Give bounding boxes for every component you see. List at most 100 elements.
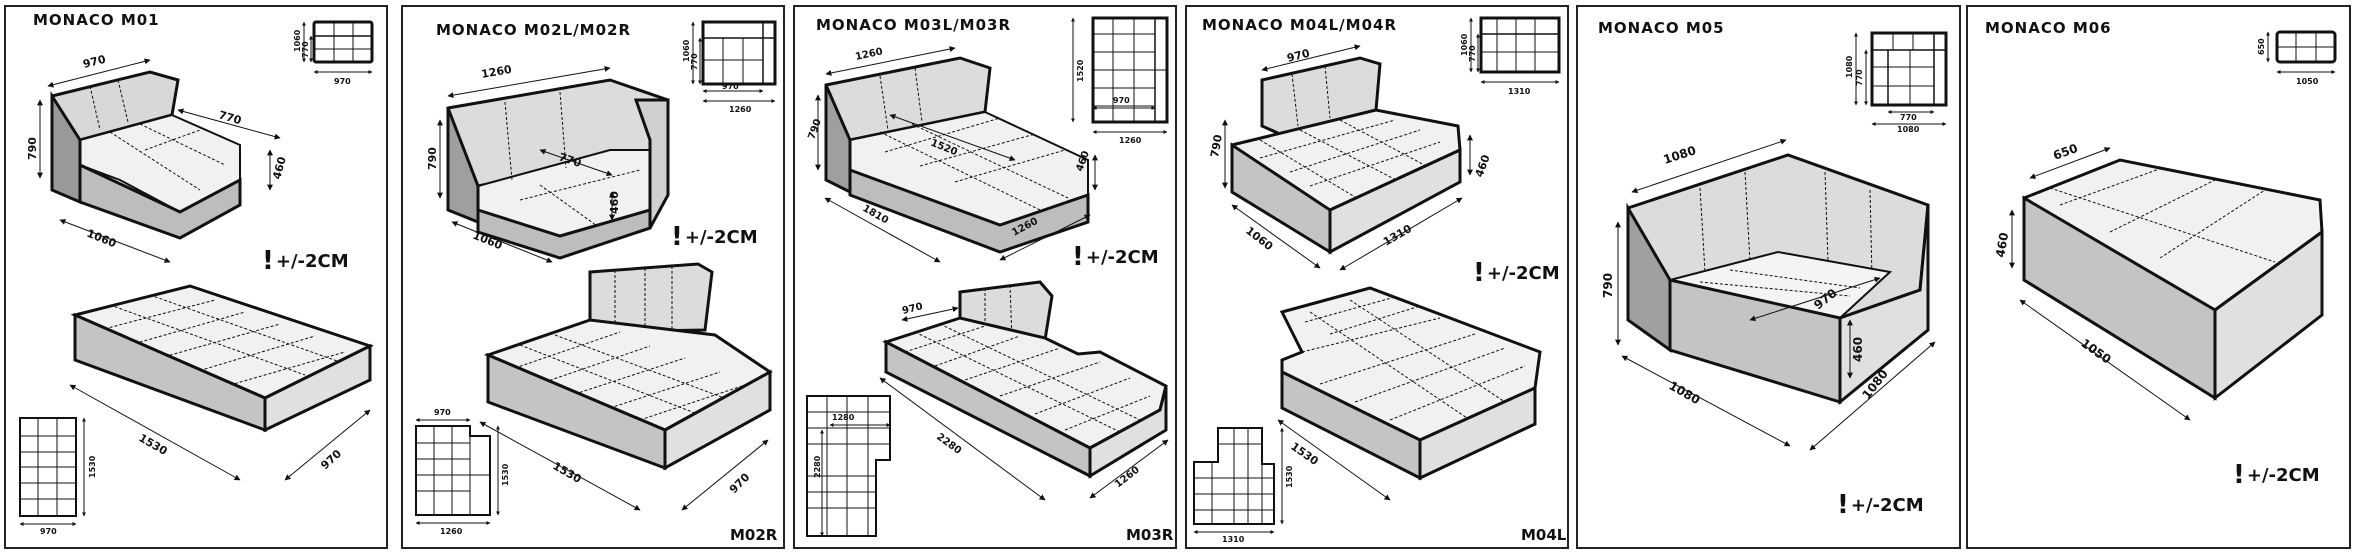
m02-view: 790 1260 770 460 1060 [426, 63, 670, 263]
dimension-label: 1530 [137, 431, 170, 458]
dimension-label: 970 [334, 77, 351, 86]
dimension-label: 770 [1468, 45, 1477, 62]
dimension-label: 1060 [85, 227, 119, 251]
dimension-label: 1310 [1222, 535, 1245, 544]
dimension-label: 460 [608, 191, 621, 214]
m05-view: 790 1080 970 460 1080 1080 [1601, 138, 1936, 451]
dimension-label: 1530 [1285, 465, 1294, 488]
dimension-label: 460 [1473, 153, 1493, 179]
dimension-label: 790 [26, 137, 39, 160]
dimension-label: 790 [806, 118, 823, 141]
tolerance-text: +/-2CM [1850, 495, 1924, 516]
variant-code: M02R [730, 526, 778, 544]
dimension-label: 1310 [1381, 222, 1414, 249]
panel-title: MONACO M02L/M02R [436, 21, 632, 39]
dimension-label: 970 [434, 408, 451, 417]
tolerance-text: +/-2CM [1085, 247, 1159, 268]
dimension-label: 1080 [1662, 143, 1698, 167]
dimension-label: 1530 [1288, 440, 1321, 468]
dimension-label: 460 [1993, 231, 2011, 258]
warning-icon: ! [671, 222, 683, 252]
dimension-label: 1260 [440, 527, 463, 536]
m02-combo-plan: 970 1530 1260 [415, 408, 510, 536]
m03-combo: 970 2280 1260 [879, 280, 1169, 501]
tolerance-note: !+/-2CM [1473, 258, 1560, 288]
m01-plan: 1060 770 970 [293, 20, 374, 86]
dimension-label: 1050 [2296, 77, 2319, 86]
dimension-label: 1280 [832, 413, 855, 422]
dimension-label: 1060 [682, 39, 691, 62]
dimension-label: 770 [217, 108, 243, 127]
dimension-label: 970 [901, 301, 924, 317]
dimension-label: 2280 [813, 455, 822, 478]
dimension-label: 460 [1074, 150, 1091, 173]
dimension-label: 650 [2257, 38, 2266, 55]
tolerance-note: !+/-2CM [2233, 460, 2320, 490]
panel-title: MONACO M03L/M03R [816, 16, 1012, 34]
m01-combo-plan: 1530 970 [19, 417, 97, 536]
tolerance-text: +/-2CM [1486, 263, 1560, 284]
dimension-label: 1310 [1508, 87, 1531, 96]
dimension-label: 1060 [293, 29, 302, 52]
dimension-label: 970 [1286, 47, 1312, 65]
m05-plan: 1080 770 770 1080 [1845, 31, 1948, 134]
tolerance-note: !+/-2CM [262, 246, 349, 276]
panel-title: MONACO M04L/M04R [1202, 16, 1398, 34]
panel-title: MONACO M06 [1985, 19, 2112, 37]
m03-view: 790 1260 1520 1810 1260 460 [806, 46, 1098, 263]
dimension-label: 790 [1601, 273, 1615, 298]
dimension-label: 1530 [88, 455, 97, 478]
m04-view: 790 970 1060 1310 460 [1208, 44, 1493, 271]
variant-code: M04L [1521, 526, 1567, 544]
dimension-label: 1260 [729, 105, 752, 114]
dimension-label: 1520 [1076, 59, 1085, 82]
dimension-label: 1530 [501, 463, 510, 486]
dimension-label: 1260 [854, 46, 884, 63]
m01-combo: 1530 970 [69, 284, 374, 481]
dimension-label: 650 [2051, 141, 2079, 163]
dimension-label: 970 [727, 470, 753, 496]
dimension-label: 770 [1900, 113, 1917, 122]
m03-plan: 1520 970 1260 [1071, 16, 1169, 145]
m02-plan: 1060 770 970 1260 [682, 20, 777, 114]
dimension-label: 1530 [551, 459, 584, 486]
m01-view: 790 970 770 460 1060 [26, 53, 289, 263]
dimension-label: 1050 [2078, 336, 2113, 367]
tolerance-text: +/-2CM [684, 227, 758, 248]
m03-combo-plan: 1280 2280 [806, 395, 891, 537]
tolerance-note: !+/-2CM [1837, 490, 1924, 520]
dimension-label: 970 [1113, 96, 1130, 105]
m04-combo-plan: 1530 1310 [1193, 427, 1294, 544]
dimension-label: 770 [1855, 69, 1864, 86]
tolerance-text: +/-2CM [275, 251, 349, 272]
dimension-label: 790 [1208, 133, 1225, 158]
dimension-label: 1080 [1897, 125, 1920, 134]
dimension-label: 970 [82, 53, 108, 71]
dimension-label: 970 [318, 447, 344, 472]
warning-icon: ! [2233, 460, 2245, 490]
m04-plan: 1060 770 1310 [1460, 16, 1561, 96]
dimension-label: 460 [270, 155, 289, 181]
m02-combo: 1530 970 [479, 262, 773, 511]
dimension-label: 460 [1851, 337, 1865, 362]
m06-plan: 650 1050 [2257, 30, 2337, 86]
m06-view: 650 460 1050 [1993, 141, 2324, 421]
dimension-label: 2280 [934, 432, 963, 457]
panel-title: MONACO M01 [33, 11, 160, 29]
dimension-label: 790 [426, 147, 439, 170]
dimension-label: 770 [301, 41, 310, 58]
dimension-label: 1260 [480, 63, 513, 81]
warning-icon: ! [1473, 258, 1485, 288]
dimension-label: 1080 [1845, 55, 1854, 78]
dimension-label: 970 [722, 82, 739, 91]
dimension-label: 970 [40, 527, 57, 536]
dimension-label: 1260 [1113, 465, 1142, 491]
tolerance-text: +/-2CM [2246, 465, 2320, 486]
dimension-label: 1260 [1119, 136, 1142, 145]
dimension-label: 1060 [1460, 33, 1469, 56]
tolerance-note: !+/-2CM [671, 222, 758, 252]
variant-code: M03R [1126, 526, 1174, 544]
warning-icon: ! [262, 246, 274, 276]
dimension-label: 770 [690, 53, 699, 70]
